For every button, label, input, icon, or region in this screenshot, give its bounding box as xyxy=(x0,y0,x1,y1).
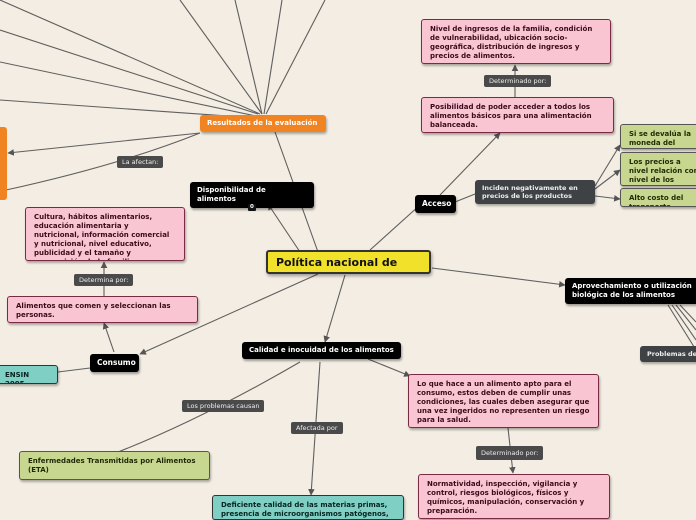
la-afectan-text: La afectan: xyxy=(122,158,159,166)
disponibilidad-collapse-badge[interactable]: 0 xyxy=(248,204,256,212)
consumo-label: Consumo xyxy=(97,358,136,367)
edge-central-consumo xyxy=(139,273,319,355)
alimentos-consumen-text: Alimentos que comen y seleccionan las pe… xyxy=(16,302,171,320)
deficiente-text: Deficiente calidad de las materias prima… xyxy=(221,501,389,519)
edge-aprov-problemas-4 xyxy=(679,304,696,323)
resultados-node[interactable]: Resultados de la evaluación xyxy=(200,115,326,133)
problemas-node[interactable]: Problemas de xyxy=(640,346,696,362)
resultados-label: Resultados de la evaluación xyxy=(207,119,318,127)
calidad-label: Calidad e inocuidad de los alimentos xyxy=(249,346,394,354)
central-topic-label: Política nacional de SAN xyxy=(276,256,398,272)
determina-por-text: Determina por: xyxy=(79,276,129,284)
posibilidad-text: Posibilidad de poder acceder a todos los… xyxy=(430,103,592,130)
determinado-por-1-text: Determinado por: xyxy=(489,77,547,85)
ensin-label: ENSIN 2005 xyxy=(5,371,30,383)
edge-acceso-inciden xyxy=(454,193,476,203)
normatividad-node[interactable]: Normatividad, inspección, vigilancia y c… xyxy=(418,474,610,519)
normatividad-text: Normatividad, inspección, vigilancia y c… xyxy=(427,480,585,516)
disponibilidad-label: Disponibilidad de alimentos xyxy=(197,186,266,204)
inciden-text: Inciden negativamente en precios de los … xyxy=(482,184,578,201)
edge-inciden-precios xyxy=(594,169,621,190)
problemas-text: Problemas de xyxy=(647,350,696,358)
edge-fan-2 xyxy=(234,0,263,115)
calidad-node[interactable]: Calidad e inocuidad de los alimentos xyxy=(242,342,401,360)
edge-calidad-eta xyxy=(117,361,301,453)
problemas-causan-label[interactable]: Los problemas causan xyxy=(182,400,265,413)
edge-consumo-ensin xyxy=(57,367,91,373)
edge-calidad-loquehace xyxy=(367,358,411,377)
edge-resultados-orange-2 xyxy=(5,132,201,191)
edge-central-acceso xyxy=(369,204,421,251)
cultura-node[interactable]: Cultura, hábitos alimentarios, educación… xyxy=(25,207,185,261)
afectada-por-label[interactable]: Afectada por xyxy=(291,422,343,435)
devalua-node[interactable]: Si se devalúa la moneda del precio de lo… xyxy=(620,124,696,149)
acceso-node[interactable]: Acceso xyxy=(415,195,456,213)
problemas-causan-text: Los problemas causan xyxy=(187,402,260,410)
inciden-node[interactable]: Inciden negativamente en precios de los … xyxy=(475,180,595,204)
aprovechamiento-node[interactable]: Aprovechamiento o utilización biológica … xyxy=(565,278,696,304)
edge-aprov-problemas-1 xyxy=(667,304,696,351)
deficiente-node[interactable]: Deficiente calidad de las materias prima… xyxy=(212,495,404,520)
edge-fan-7 xyxy=(0,61,257,117)
ensin-node[interactable]: ENSIN 2005 xyxy=(0,365,58,384)
determinado-por-1-label[interactable]: Determinado por: xyxy=(484,75,552,88)
acceso-label: Acceso xyxy=(422,199,452,208)
edge-fan-1 xyxy=(179,0,263,115)
edge-fan-5 xyxy=(0,0,261,115)
edge-fan-4 xyxy=(265,0,326,115)
nivel-ingresos-text: Nivel de ingresos de la familia, condici… xyxy=(430,25,593,61)
edge-central-disponibilidad xyxy=(267,203,301,253)
edge-resultados-orange-1 xyxy=(7,132,201,156)
determina-por-label[interactable]: Determina por: xyxy=(74,274,134,287)
edge-aprov-problemas-2 xyxy=(671,304,696,341)
disponibilidad-node[interactable]: Disponibilidad de alimentos xyxy=(190,182,314,209)
lo-que-hace-text: Lo que hace a un alimento apto para el c… xyxy=(417,380,590,425)
alto-costo-node[interactable]: Alto costo del transporte xyxy=(620,188,696,207)
devalua-text: Si se devalúa la moneda del precio de lo… xyxy=(629,130,691,148)
aprovechamiento-text: Aprovechamiento o utilización biológica … xyxy=(572,282,692,300)
precios-nivel-text: Los precios a nivel relación con nivel d… xyxy=(629,158,696,185)
edge-consumo-alimentos xyxy=(102,322,115,353)
disponibilidad-count: 0 xyxy=(250,204,254,210)
alto-costo-text: Alto costo del transporte xyxy=(629,194,684,206)
edge-inciden-alto xyxy=(594,195,621,202)
eta-node[interactable]: Enfermedades Transmitidas por Alimentos … xyxy=(19,451,210,480)
edge-inciden-devalua xyxy=(594,144,621,187)
determinado-por-2-text: Determinado por: xyxy=(481,449,539,457)
edge-central-aprovechamiento xyxy=(431,267,566,288)
central-topic[interactable]: Política nacional de SAN xyxy=(266,250,431,274)
edge-fan-3 xyxy=(263,0,283,115)
alimentos-consumen-node[interactable]: Alimentos que comen y seleccionan las pe… xyxy=(7,296,198,323)
edge-aprov-problemas-3 xyxy=(675,304,696,331)
nivel-ingresos-node[interactable]: Nivel de ingresos de la familia, condici… xyxy=(421,19,611,64)
posibilidad-node[interactable]: Posibilidad de poder acceder a todos los… xyxy=(421,97,614,133)
cultura-text: Cultura, hábitos alimentarios, educación… xyxy=(34,213,170,260)
lo-que-hace-node[interactable]: Lo que hace a un alimento apto para el c… xyxy=(408,374,599,428)
afectada-por-text: Afectada por xyxy=(296,424,338,432)
consumo-node[interactable]: Consumo xyxy=(90,354,139,372)
precios-nivel-node[interactable]: Los precios a nivel relación con nivel d… xyxy=(620,152,696,186)
eta-text: Enfermedades Transmitidas por Alimentos … xyxy=(28,457,196,475)
edge-fan-6 xyxy=(0,29,259,115)
determinado-por-2-label[interactable]: Determinado por: xyxy=(476,446,544,461)
la-afectan-label[interactable]: La afectan: xyxy=(117,156,164,169)
orange-offscreen-node[interactable] xyxy=(0,127,7,200)
edge-central-calidad xyxy=(323,274,346,343)
edge-acceso-posibilidad xyxy=(439,132,501,196)
